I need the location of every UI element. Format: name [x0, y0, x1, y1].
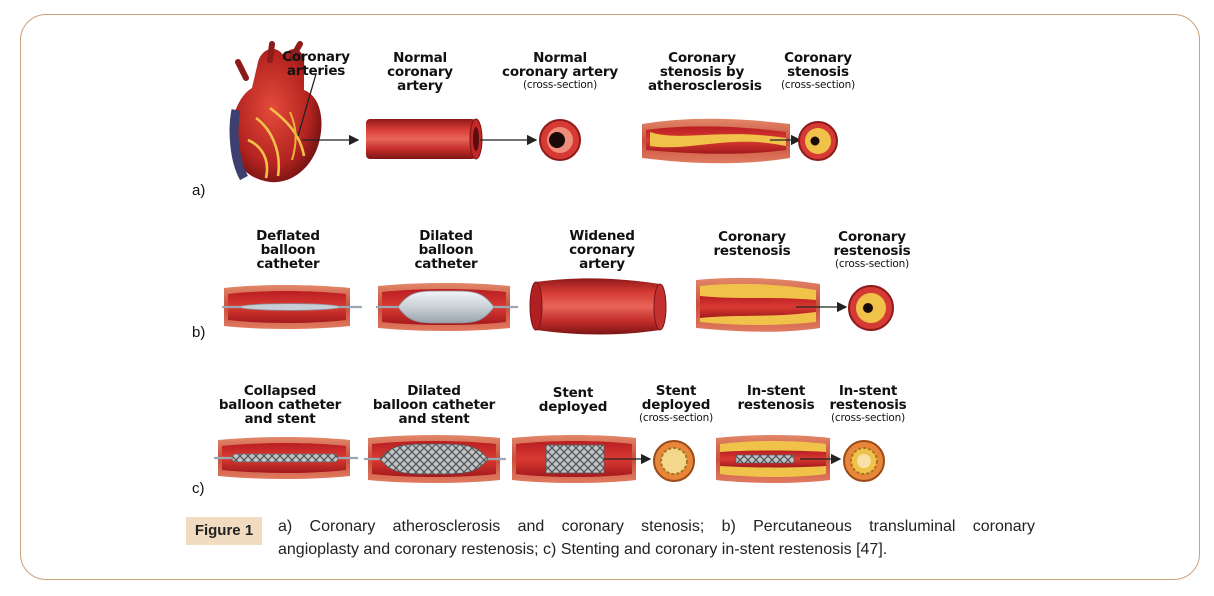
- label-stenosis: Coronary stenosis by atherosclerosis: [648, 50, 762, 94]
- caption-line-1: a) Coronary atherosclerosis and coronary…: [278, 518, 1035, 535]
- label-coronary-arteries: Coronary arteries: [282, 49, 350, 79]
- stenosis-cross-section: [798, 121, 838, 161]
- label-dilated-stent: Dilated balloon catheter and stent: [372, 383, 496, 427]
- label-collapsed-stent: Collapsed balloon catheter and stent: [218, 383, 342, 427]
- label-restenosis-cross-section: Coronary restenosis(cross-section): [833, 229, 911, 270]
- label-widened-artery: Widened coronary artery: [569, 228, 635, 272]
- row-letter-c: c): [192, 480, 205, 497]
- row-letter-a: a): [192, 182, 206, 199]
- instent-restenosis-tube: [716, 435, 830, 483]
- collapsed-stent-tube: [214, 437, 358, 479]
- label-instent-restenosis: In-stent restenosis: [737, 383, 815, 413]
- caption-line-2: angioplasty and coronary restenosis; c) …: [278, 541, 888, 558]
- dilated-balloon-tube: [376, 283, 518, 331]
- instent-cross-section: [843, 440, 885, 482]
- label-instent-cross-section: In-stent restenosis(cross-section): [829, 383, 907, 424]
- figure-badge: Figure 1: [186, 517, 262, 545]
- label-dilated-balloon: Dilated balloon catheter: [414, 228, 478, 272]
- figure-caption: a) Coronary atherosclerosis and coronary…: [278, 515, 1035, 561]
- stenosis-tube: [642, 118, 790, 164]
- label-normal-artery: Normal coronary artery: [387, 50, 453, 94]
- label-normal-cross-section: Normal coronary artery(cross-section): [502, 50, 618, 91]
- row-letter-b: b): [192, 324, 206, 341]
- normal-artery-tube: [366, 118, 483, 160]
- label-restenosis: Coronary restenosis: [713, 229, 791, 259]
- stent-cross-section: [653, 440, 695, 482]
- pointer-line: [297, 73, 317, 137]
- label-stenosis-cross-section: Coronary stenosis(cross-section): [780, 50, 856, 91]
- label-stent-cross-section: Stent deployed(cross-section): [638, 383, 714, 424]
- stent-deployed-tube: [512, 435, 636, 483]
- restenosis-tube: [696, 277, 820, 332]
- widened-artery-tube: [529, 278, 667, 335]
- normal-cross-section: [539, 119, 581, 161]
- restenosis-cross-section: [848, 285, 894, 331]
- deflated-balloon-tube: [222, 285, 362, 329]
- label-stent-deployed: Stent deployed: [538, 385, 608, 415]
- label-deflated-balloon: Deflated balloon catheter: [256, 228, 320, 272]
- dilated-stent-tube: [364, 435, 506, 483]
- heart-illustration: [229, 41, 322, 183]
